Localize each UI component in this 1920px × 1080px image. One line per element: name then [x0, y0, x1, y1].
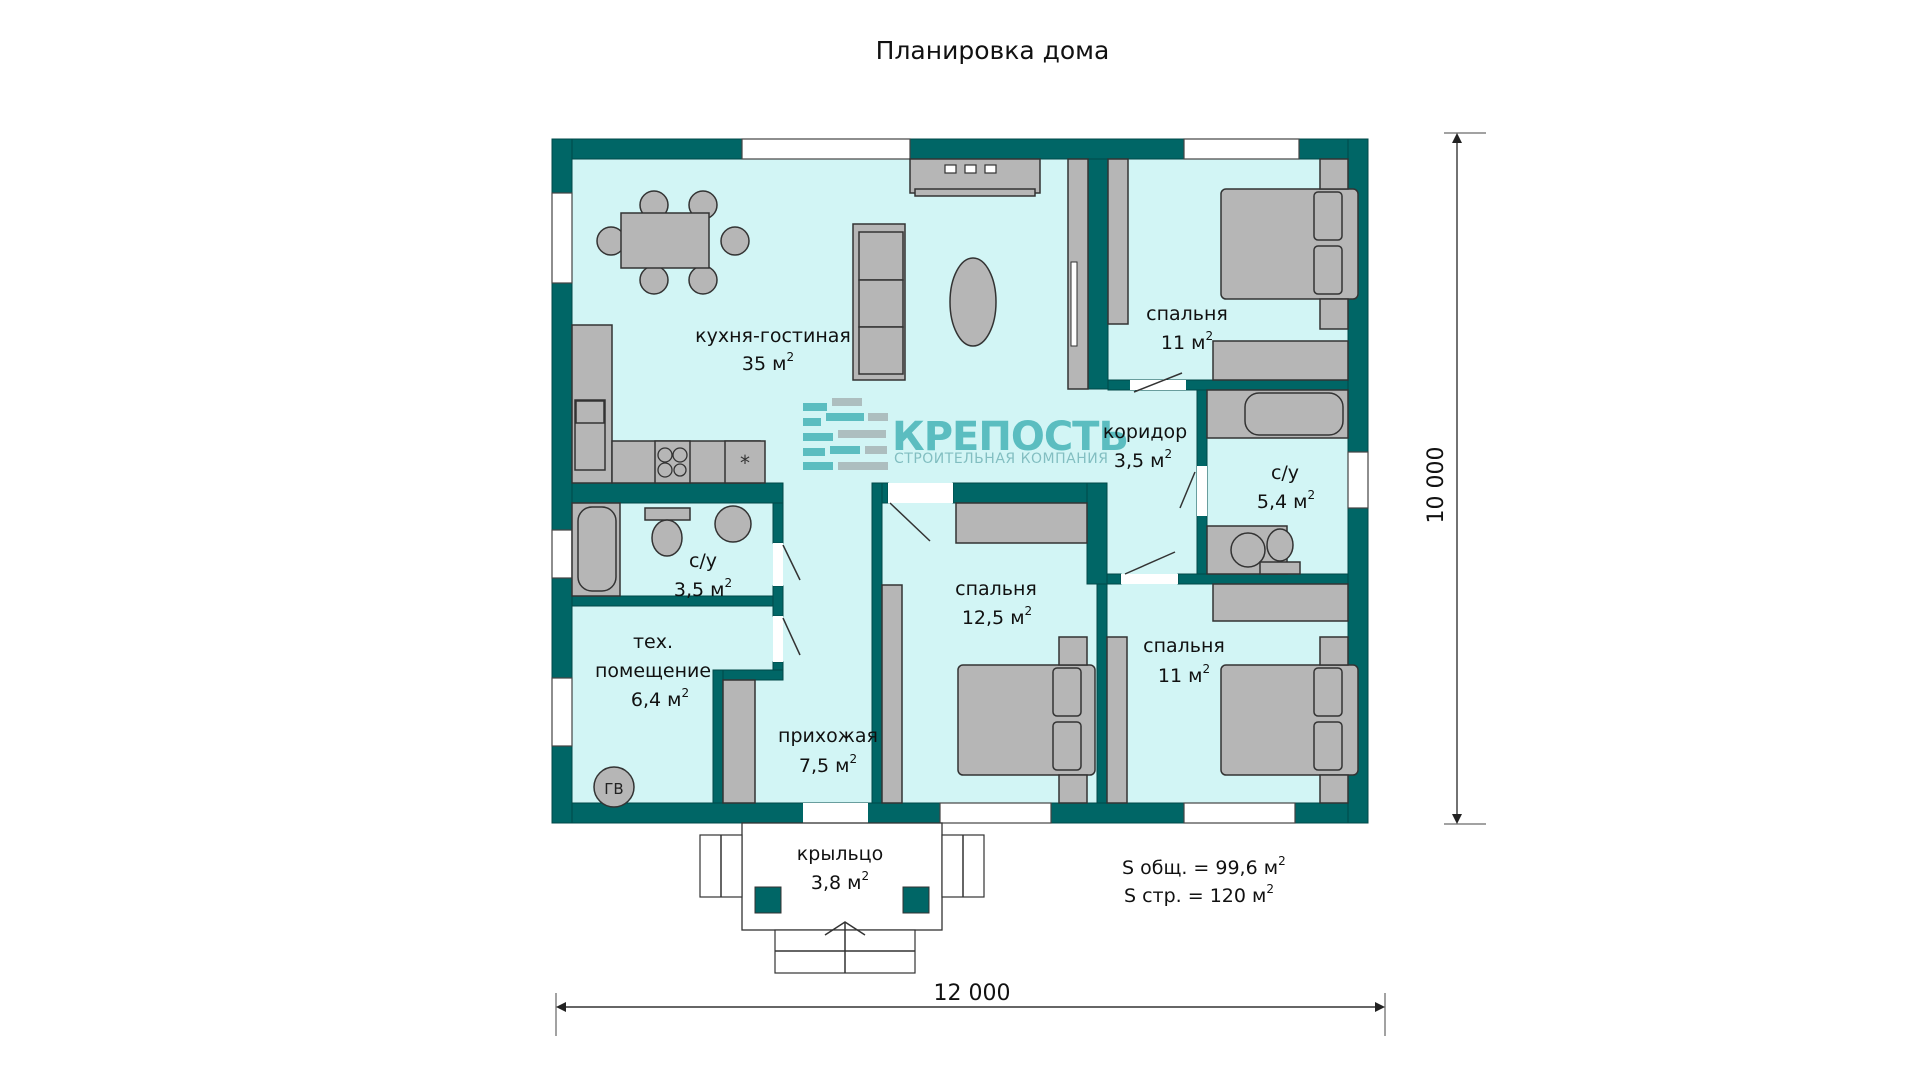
window — [551, 677, 573, 747]
tv-unit — [1106, 636, 1128, 804]
wardrobe — [1212, 583, 1349, 622]
company-logo: КРЕПОСТЬ СТРОИТЕЛЬНАЯ КОМПАНИЯ — [803, 398, 1129, 470]
room-name-tech-line1: тех. — [633, 631, 673, 653]
area-summary: S общ. = 99,6 м2 S стр. = 120 м2 — [1122, 854, 1286, 907]
room-area-bedroom-top: 11 м2 — [1161, 329, 1213, 354]
room-area-corridor: 3,5 м2 — [1114, 447, 1172, 472]
room-name-bedroom-bottom: спальня — [1143, 635, 1225, 657]
window — [551, 529, 573, 579]
boiler-label: ГВ — [604, 780, 623, 798]
bathroom-fixtures — [1206, 389, 1349, 575]
height-label: 10 000 — [1424, 447, 1449, 524]
total-area: S общ. = 99,6 м2 — [1122, 854, 1286, 879]
room-area-porch: 3,8 м2 — [811, 869, 869, 894]
wardrobe — [955, 502, 1088, 544]
construction-area: S стр. = 120 м2 — [1124, 882, 1274, 907]
room-name-wc-left: с/у — [689, 550, 717, 572]
dimension-height: 10 000 — [1424, 132, 1486, 825]
room-name-wc-right: с/у — [1271, 462, 1299, 484]
window — [1183, 138, 1300, 160]
room-area-bedroom-bottom: 11 м2 — [1158, 662, 1210, 687]
fireplace — [909, 158, 1041, 197]
porch — [699, 822, 985, 974]
bed — [881, 502, 1096, 804]
room-labels: кухня-гостиная 35 м2 спальня 11 м2 корид… — [595, 303, 1315, 894]
room-name-bedroom-top: спальня — [1146, 303, 1228, 325]
wardrobe — [722, 679, 756, 804]
room-name-hall: прихожая — [778, 725, 878, 747]
room-area-living: 35 м2 — [742, 350, 794, 375]
room-name-tech-line2: помещение — [595, 660, 711, 682]
room-name-porch: крыльцо — [797, 843, 883, 865]
kitchen: * — [571, 324, 766, 484]
dimension-width: 12 000 — [555, 981, 1386, 1036]
plan-title: Планировка дома — [875, 36, 1110, 65]
window — [741, 138, 911, 160]
window — [551, 192, 573, 284]
room-area-wc-right: 5,4 м2 — [1257, 488, 1315, 513]
boiler — [593, 766, 635, 808]
room-name-living: кухня-гостиная — [695, 325, 851, 347]
bathroom-fixtures — [571, 502, 752, 597]
logo-subtitle: СТРОИТЕЛЬНАЯ КОМПАНИЯ — [894, 451, 1108, 467]
svg-text:*: * — [740, 451, 750, 475]
room-area-hall: 7,5 м2 — [799, 752, 857, 777]
coffee-table — [949, 257, 997, 347]
room-name-corridor: коридор — [1103, 421, 1187, 443]
logo-name: КРЕПОСТЬ — [892, 414, 1128, 460]
tv-unit — [881, 584, 903, 804]
window — [1183, 802, 1296, 824]
wardrobe — [1107, 158, 1129, 325]
windows — [551, 138, 1369, 824]
window — [1347, 451, 1369, 509]
room-area-wc-left: 3,5 м2 — [674, 576, 732, 601]
dining-table — [596, 190, 750, 295]
outer-walls — [551, 138, 1369, 824]
wardrobe — [1212, 340, 1349, 381]
window — [939, 802, 1052, 824]
doors — [773, 372, 1207, 863]
room-area-bedroom-mid: 12,5 м2 — [962, 604, 1032, 629]
sofa — [852, 223, 906, 381]
room-area-tech: 6,4 м2 — [631, 686, 689, 711]
room-name-bedroom-mid: спальня — [955, 578, 1037, 600]
furniture: * — [571, 158, 1359, 808]
width-label: 12 000 — [934, 981, 1011, 1006]
bed — [1106, 583, 1359, 804]
bed — [1220, 158, 1359, 330]
